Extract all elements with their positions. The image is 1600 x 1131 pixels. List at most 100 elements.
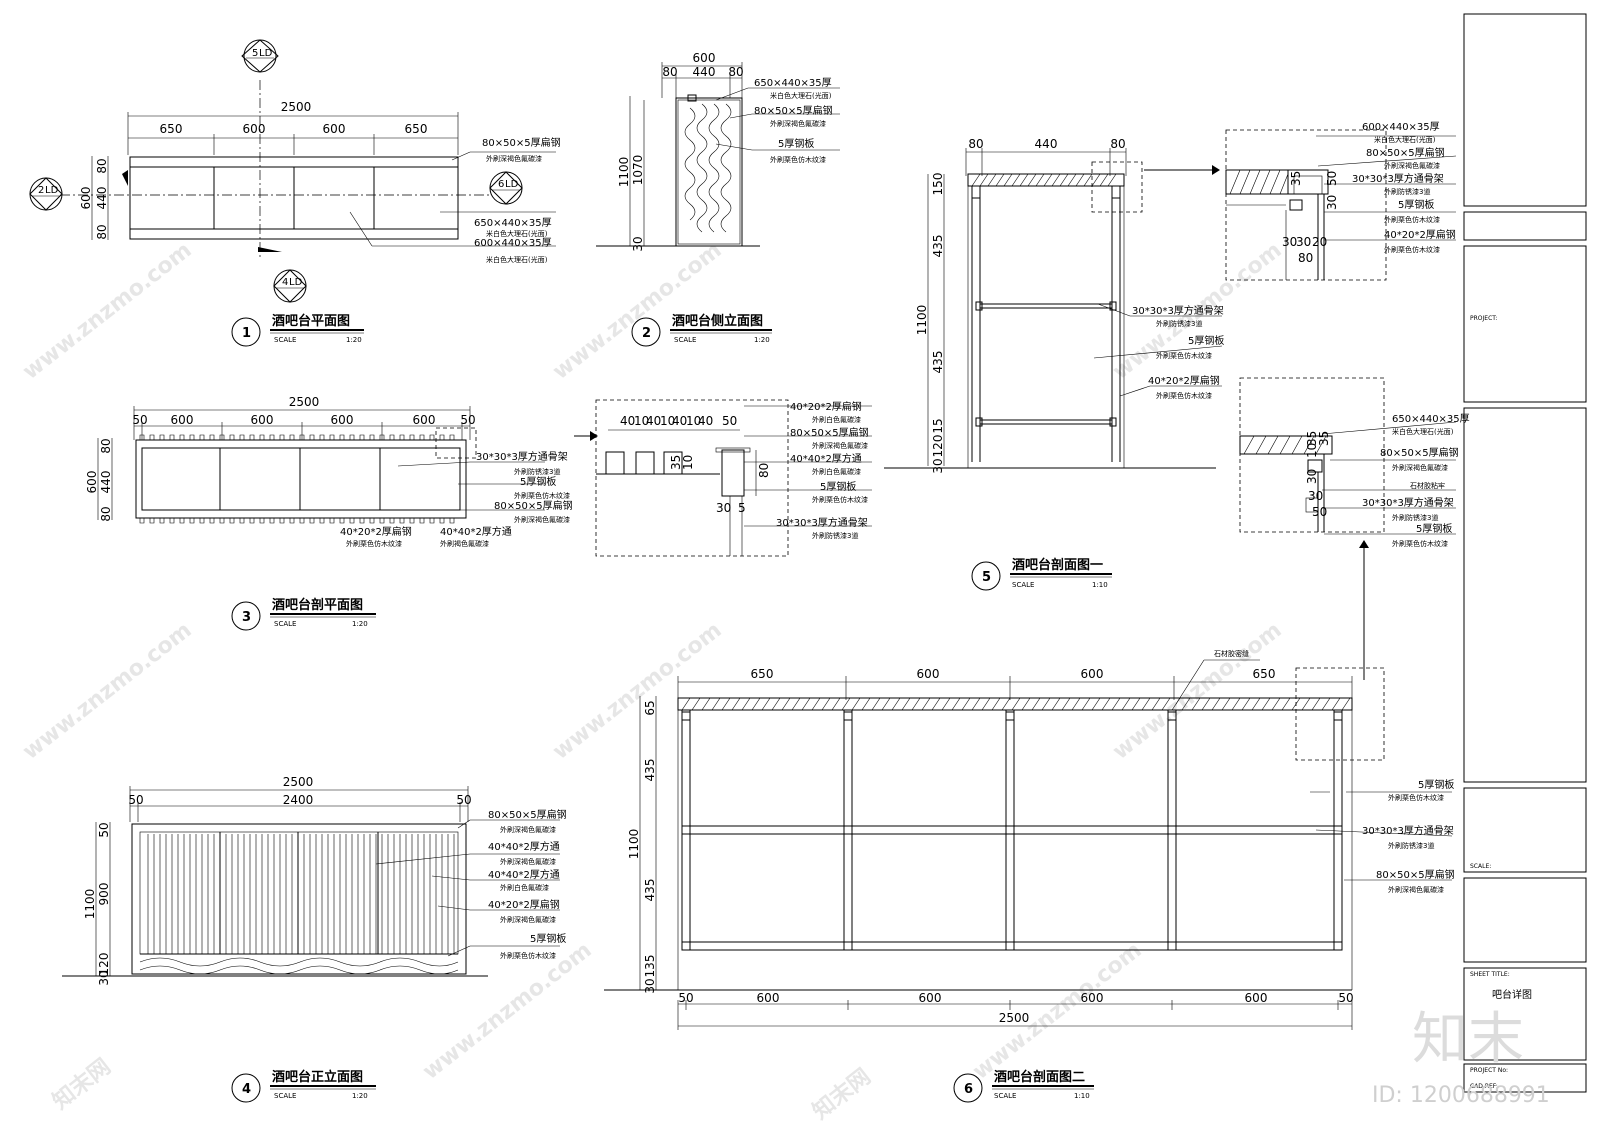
material-note: 80×50×5厚扁钢: [494, 499, 573, 512]
material-note: 40*20*2厚扁钢: [340, 525, 412, 538]
dimension-label: 2500: [999, 1011, 1030, 1025]
view-number: 6: [964, 1082, 973, 1097]
material-note: 600×440×35厚: [474, 237, 552, 249]
brand-watermark: 知末 ID: 1200688991 知末网 知末网: [48, 1007, 1550, 1125]
material-note-finish: 外刷防锈漆3道: [1388, 841, 1434, 850]
material-note-finish: 外刷栗色仿木纹漆: [1384, 215, 1440, 224]
material-note: 40*40*2厚方通: [488, 840, 560, 853]
scale-value: 1:10: [1074, 1092, 1090, 1100]
material-note-finish: 外刷栗色仿木纹漆: [1392, 539, 1448, 548]
dimension-label: 10: [681, 455, 695, 470]
dimension-label: 80: [757, 463, 771, 478]
dimension-label: 30: [931, 458, 945, 473]
material-note-finish: 米白色大理石(光面): [486, 255, 548, 264]
material-note-finish: 外刷深褐色氟碳漆: [486, 154, 542, 163]
scale-label: SCALE: [274, 620, 296, 628]
watermark-text: www.znzmo.com: [548, 238, 726, 385]
dimension-label: 35: [1317, 431, 1331, 446]
dimension-label: 30: [1308, 489, 1323, 503]
section-ref: LD: [505, 179, 519, 190]
view-title: 酒吧台剖面图一: [1012, 557, 1103, 573]
material-note-finish: 外刷白色氟碳漆: [500, 883, 549, 892]
view-title: 酒吧台侧立面图: [672, 313, 763, 329]
scale-label: SCALE: [674, 336, 696, 344]
dimension-label: 2500: [289, 395, 320, 409]
dimension-label: 600: [243, 122, 266, 136]
view-5-section-one: 80 440 80 1100 150 435 435 15 120 30 30*…: [884, 137, 1224, 591]
dimension-label: 900: [97, 883, 111, 906]
view-number: 1: [242, 326, 251, 341]
material-note: 30*30*3厚方通骨架: [776, 516, 868, 529]
material-note: 30*30*3厚方通骨架: [1352, 172, 1444, 185]
dimension-label: 600: [693, 51, 716, 65]
dimension-label: 650: [405, 122, 428, 136]
dimension-label: 1100: [915, 305, 929, 336]
material-note-finish: 外刷防锈漆3道: [1156, 319, 1202, 328]
material-note-finish: 外刷白色氟碳漆: [812, 467, 861, 476]
material-note: 5厚钢板: [820, 480, 856, 493]
material-note: 40*20*2厚扁钢: [488, 898, 560, 911]
material-note: 30*30*3厚方通骨架: [1362, 824, 1454, 837]
material-note-finish: 外刷栗色仿木纹漆: [514, 491, 570, 500]
view-3-detail: 40 10 40 10 40 10 40 50 35 10 80 30 5 40…: [574, 399, 872, 557]
section-marker[interactable]: 4 LD: [273, 269, 307, 303]
material-note: 5厚钢板: [1418, 778, 1454, 791]
material-note: 40*40*2厚方通: [790, 452, 862, 465]
dimension-label: 50: [1338, 991, 1353, 1005]
material-note: 80×50×5厚扁钢: [1376, 868, 1455, 881]
material-note: 80×50×5厚扁钢: [790, 426, 869, 439]
material-note-finish: 外刷防锈漆3道: [514, 467, 560, 476]
material-note: 80×50×5厚扁钢: [1380, 446, 1459, 459]
material-note: 80×50×5厚扁钢: [488, 808, 567, 821]
dimension-label: 600: [413, 413, 436, 427]
material-note-finish: 外刷深褐色氟碳漆: [1388, 885, 1444, 894]
section-number: 2: [38, 185, 44, 196]
dimension-label: 30: [631, 236, 645, 251]
dimension-label: 50: [456, 793, 471, 807]
dimension-label: 120: [931, 435, 945, 458]
dimension-label: 50: [722, 414, 737, 428]
dimension-label: 30: [1325, 195, 1339, 210]
dimension-label: 50: [132, 413, 147, 427]
view-number: 2: [642, 326, 651, 341]
material-note: 40*20*2厚扁钢: [1148, 374, 1220, 387]
dimension-label: 600: [85, 471, 99, 494]
dimension-label: 435: [643, 759, 657, 782]
dimension-label: 440: [99, 471, 113, 494]
dimension-label: 2500: [283, 775, 314, 789]
dimension-label: 80: [662, 65, 677, 79]
material-note-finish: 外刷深褐色氟碳漆: [500, 825, 556, 834]
material-note: 5厚钢板: [1398, 198, 1434, 211]
view-number: 3: [242, 610, 251, 625]
section-marker[interactable]: 6 LD: [489, 171, 523, 205]
material-note: 5厚钢板: [1188, 334, 1224, 347]
dimension-label: 30: [1296, 235, 1311, 249]
section-number: 4: [282, 277, 288, 288]
material-note-finish: 外刷栗色仿木纹漆: [346, 539, 402, 548]
dimension-label: 650: [1253, 667, 1276, 681]
material-note: 5厚钢板: [778, 137, 814, 150]
dimension-label: 2400: [283, 793, 314, 807]
view-5-detail-bottom: 35 10 35 30 30 50 650×440×35厚 米白色大理石(光面)…: [1239, 377, 1470, 680]
section-marker[interactable]: 2 LD: [29, 177, 63, 211]
dimension-label: 35: [669, 455, 683, 470]
view-title: 酒吧台平面图: [272, 313, 350, 329]
dimension-label: 440: [1035, 137, 1058, 151]
dimension-label: 600: [171, 413, 194, 427]
material-note: 5厚钢板: [520, 475, 556, 488]
material-note-finish: 外刷深褐色氟碳漆: [1384, 161, 1440, 170]
dimension-label: 30: [97, 970, 111, 985]
dimension-label: 10: [1305, 443, 1319, 458]
material-note: 30*30*3厚方通骨架: [476, 450, 568, 463]
dimension-label: 30: [643, 978, 657, 993]
dimension-label: 1070: [631, 155, 645, 186]
dimension-label: 80: [1110, 137, 1125, 151]
dimension-label: 35: [1305, 431, 1319, 446]
dimension-label: 80: [968, 137, 983, 151]
section-marker[interactable]: 5 LD: [241, 39, 279, 73]
dimension-label: 600: [1245, 991, 1268, 1005]
view-6-section-two: 650 600 600 650 石材胶密缝 1100 65 435 435 13…: [604, 649, 1455, 1103]
dimension-label: 600: [1081, 667, 1104, 681]
dimension-label: 600: [919, 991, 942, 1005]
